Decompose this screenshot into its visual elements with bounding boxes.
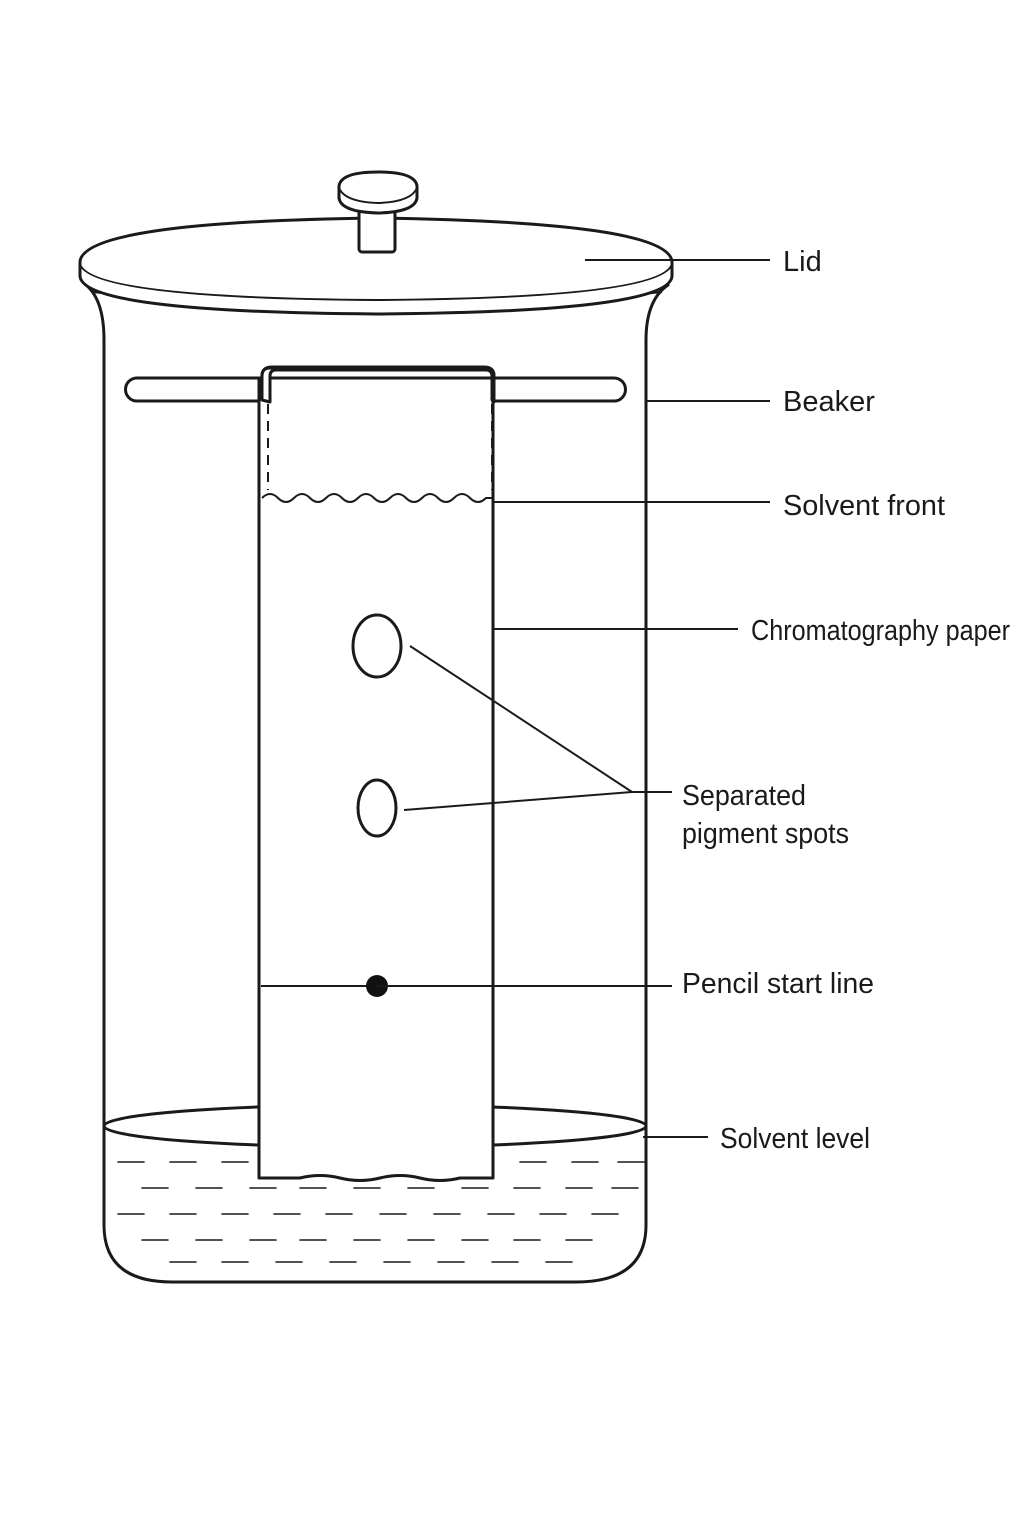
label-solvent-front: Solvent front bbox=[783, 490, 945, 522]
glass-rod-right bbox=[492, 376, 627, 403]
label-chromatography-paper: Chromatography paper bbox=[751, 615, 1010, 647]
leader-lines bbox=[377, 259, 770, 1138]
beaker-body bbox=[84, 283, 670, 1284]
labels: Lid Beaker Solvent front Chromatography … bbox=[682, 246, 1010, 1155]
label-lid: Lid bbox=[783, 246, 822, 278]
label-separated-spots-line1: Separated bbox=[682, 780, 806, 812]
paper-fold-top bbox=[260, 365, 496, 396]
lid bbox=[78, 170, 674, 316]
glass-rod bbox=[124, 376, 627, 403]
label-beaker: Beaker bbox=[783, 386, 875, 418]
pigment-spot-lower bbox=[356, 778, 398, 838]
pigment-spot-upper bbox=[351, 613, 403, 679]
label-separated-spots-line2: pigment spots bbox=[682, 818, 849, 850]
lid-body bbox=[78, 216, 674, 316]
chromatography-paper bbox=[257, 365, 496, 1182]
solvent-dashes bbox=[117, 1161, 645, 1263]
label-pencil-start-line: Pencil start line bbox=[682, 968, 874, 1000]
lid-knob-cap bbox=[337, 170, 419, 215]
pigment-spots-leader-lower bbox=[403, 791, 633, 811]
lid-knob-edge bbox=[338, 187, 418, 205]
lid-edge bbox=[79, 263, 673, 302]
solvent-front-line bbox=[261, 493, 492, 503]
label-solvent-level: Solvent level bbox=[720, 1123, 870, 1155]
glass-rod-left bbox=[124, 376, 268, 403]
